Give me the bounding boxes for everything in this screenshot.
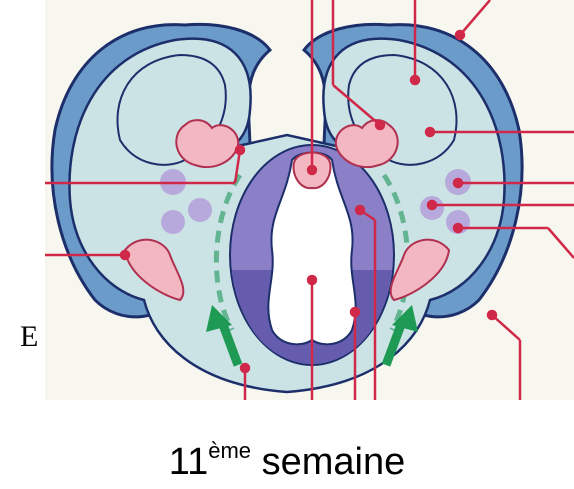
caption-number: 11 — [169, 441, 208, 483]
right-upper-ganglion — [336, 120, 398, 167]
caption-superscript: ème — [208, 438, 251, 463]
left-upper-ganglion — [176, 120, 238, 167]
caption: 11ème semaine — [0, 440, 574, 481]
caption-word: semaine — [262, 441, 406, 483]
diagram-svg — [0, 0, 574, 400]
left-nucleus-3 — [161, 210, 185, 234]
left-nucleus-2 — [188, 198, 212, 222]
panel-letter: E — [20, 320, 38, 354]
embryo-section-diagram — [0, 0, 574, 400]
